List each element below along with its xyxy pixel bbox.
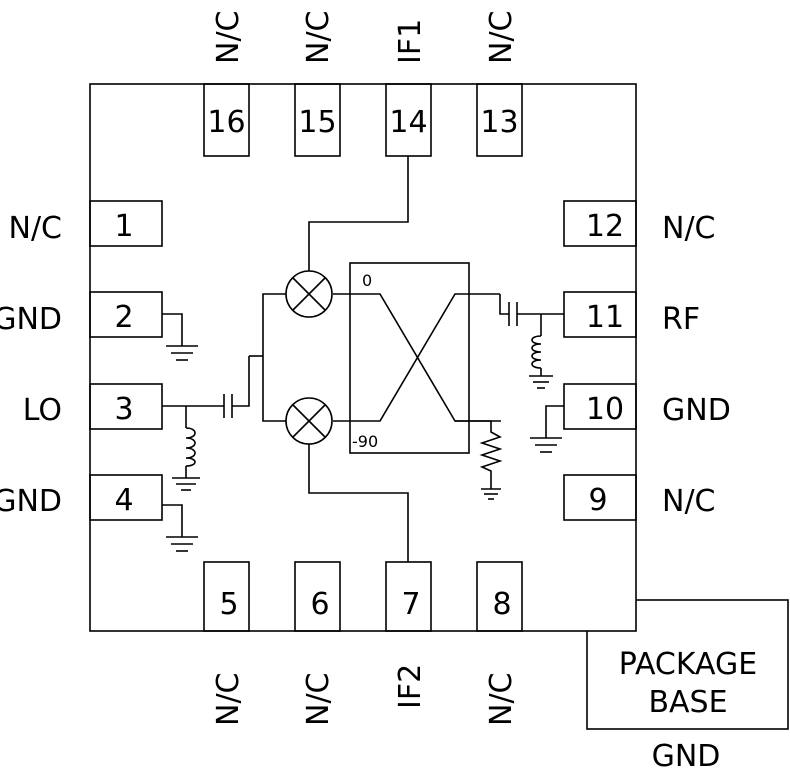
hybrid-0-label: 0 — [362, 271, 372, 290]
package-base-line1: PACKAGE — [619, 647, 757, 682]
pin-9-number: 9 — [588, 483, 607, 518]
if1-trace — [308, 156, 409, 271]
mixer-bottom-icon — [285, 397, 333, 445]
pin-9: 9 — [563, 474, 637, 521]
pin-15: 15 — [294, 83, 341, 157]
mixer-top-icon — [285, 270, 333, 318]
if2-trace — [308, 444, 409, 562]
pin-10-label: GND — [662, 393, 731, 428]
pin-7-label: IF2 — [393, 664, 428, 709]
pin-4-ground-icon — [162, 504, 198, 552]
pin-12-label: N/C — [662, 211, 716, 246]
lo-trace — [162, 293, 286, 422]
pin-2-number: 2 — [114, 300, 133, 335]
pin-16: 16 — [203, 83, 250, 157]
pin-3-label: LO — [23, 393, 62, 428]
rf-capacitor-icon — [508, 302, 518, 326]
pin-5-label: N/C — [211, 673, 246, 727]
pin-5-number: 5 — [219, 587, 238, 622]
pin-6-label: N/C — [301, 673, 336, 727]
pin-13-number: 13 — [480, 105, 518, 140]
lo-capacitor-icon — [223, 394, 233, 418]
pin-1-number: 1 — [114, 209, 133, 244]
pin-3-number: 3 — [114, 392, 133, 427]
pin-12: 12 — [563, 200, 637, 247]
pin-12-number: 12 — [586, 209, 624, 244]
pin-9-label: N/C — [662, 484, 716, 519]
pin-11: 11 — [563, 291, 637, 338]
pin-5: 5 — [203, 561, 250, 632]
pin-13-label: N/C — [484, 11, 519, 65]
pin-8: 8 — [476, 561, 523, 632]
pin-1: 1 — [89, 200, 163, 247]
pin-14-label: IF1 — [393, 19, 428, 64]
pin-10-ground-icon — [530, 405, 564, 453]
pin-16-label: N/C — [211, 11, 246, 65]
pin-13: 13 — [476, 83, 523, 157]
pin-10-number: 10 — [586, 392, 624, 427]
rf-ground-icon — [529, 375, 553, 389]
pin-15-number: 15 — [298, 105, 336, 140]
pin-4-label: GND — [0, 484, 62, 519]
pin-4: 4 — [89, 474, 163, 521]
pin-7-number: 7 — [401, 587, 420, 622]
pin-2-label: GND — [0, 302, 62, 337]
pin-16-number: 16 — [207, 105, 245, 140]
quadrature-hybrid — [349, 262, 470, 454]
chip-outline — [89, 83, 637, 632]
hybrid-90-label: -90 — [352, 432, 378, 451]
pin-11-number: 11 — [586, 300, 624, 335]
pin-8-label: N/C — [484, 673, 519, 727]
pin-2-ground-icon — [162, 313, 198, 361]
pin-8-number: 8 — [492, 587, 511, 622]
pin-11-label: RF — [662, 302, 700, 337]
pin-10: 10 — [563, 383, 637, 430]
pin-4-number: 4 — [114, 483, 133, 518]
pin-1-label: N/C — [9, 211, 63, 246]
package-base-box — [586, 599, 789, 730]
pin-6: 6 — [294, 561, 341, 632]
termination-ground-icon — [481, 488, 501, 500]
lo-inductor-icon — [185, 406, 196, 478]
rf-inductor-icon — [531, 314, 542, 376]
pin-14-number: 14 — [389, 105, 427, 140]
pin-6-number: 6 — [310, 587, 329, 622]
package-base-gnd-label: GND — [652, 739, 721, 772]
lo-ground-icon — [172, 477, 200, 491]
package-base-line2: BASE — [648, 685, 727, 720]
pin-15-label: N/C — [301, 11, 336, 65]
termination-resistor-icon — [455, 420, 503, 489]
